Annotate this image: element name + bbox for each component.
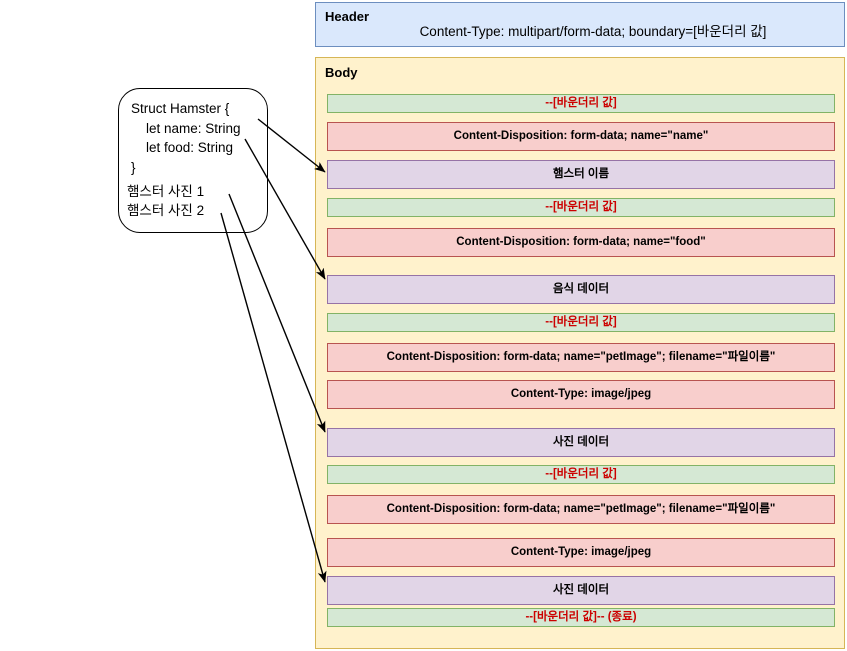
boundary-row: --[바운더리 값] [327,94,835,113]
boundary-row: --[바운더리 값] [327,198,835,217]
content-disposition-row: Content-Type: image/jpeg [327,380,835,409]
payload-data-row: 사진 데이터 [327,576,835,605]
content-disposition-row: Content-Disposition: form-data; name="na… [327,122,835,151]
body-section: Body --[바운더리 값] Content-Disposition: form… [315,57,845,649]
header-label: Header [325,9,370,24]
photo-list-text: 햄스터 사진 1 햄스터 사진 2 [127,184,205,219]
content-disposition-row: Content-Disposition: form-data; name="pe… [327,495,835,524]
header-section: Header Content-Type: multipart/form-data… [315,2,845,47]
boundary-row: --[바운더리 값] [327,465,835,484]
content-disposition-row: Content-Disposition: form-data; name="pe… [327,343,835,372]
struct-definition-text: Struct Hamster { let name: String let fo… [131,101,241,175]
boundary-row: --[바운더리 값]-- (종료) [327,608,835,627]
body-label: Body [325,65,358,80]
content-disposition-row: Content-Type: image/jpeg [327,538,835,567]
arrow-photo2-to-data [220,212,327,583]
struct-note-box: Struct Hamster { let name: String let fo… [118,88,268,233]
boundary-row: --[바운더리 값] [327,313,835,332]
header-content-type-text: Content-Type: multipart/form-data; bound… [419,24,767,39]
payload-data-row: 음식 데이터 [327,275,835,304]
payload-data-row: 햄스터 이름 [327,160,835,189]
payload-data-row: 사진 데이터 [327,428,835,457]
content-disposition-row: Content-Disposition: form-data; name="fo… [327,228,835,257]
